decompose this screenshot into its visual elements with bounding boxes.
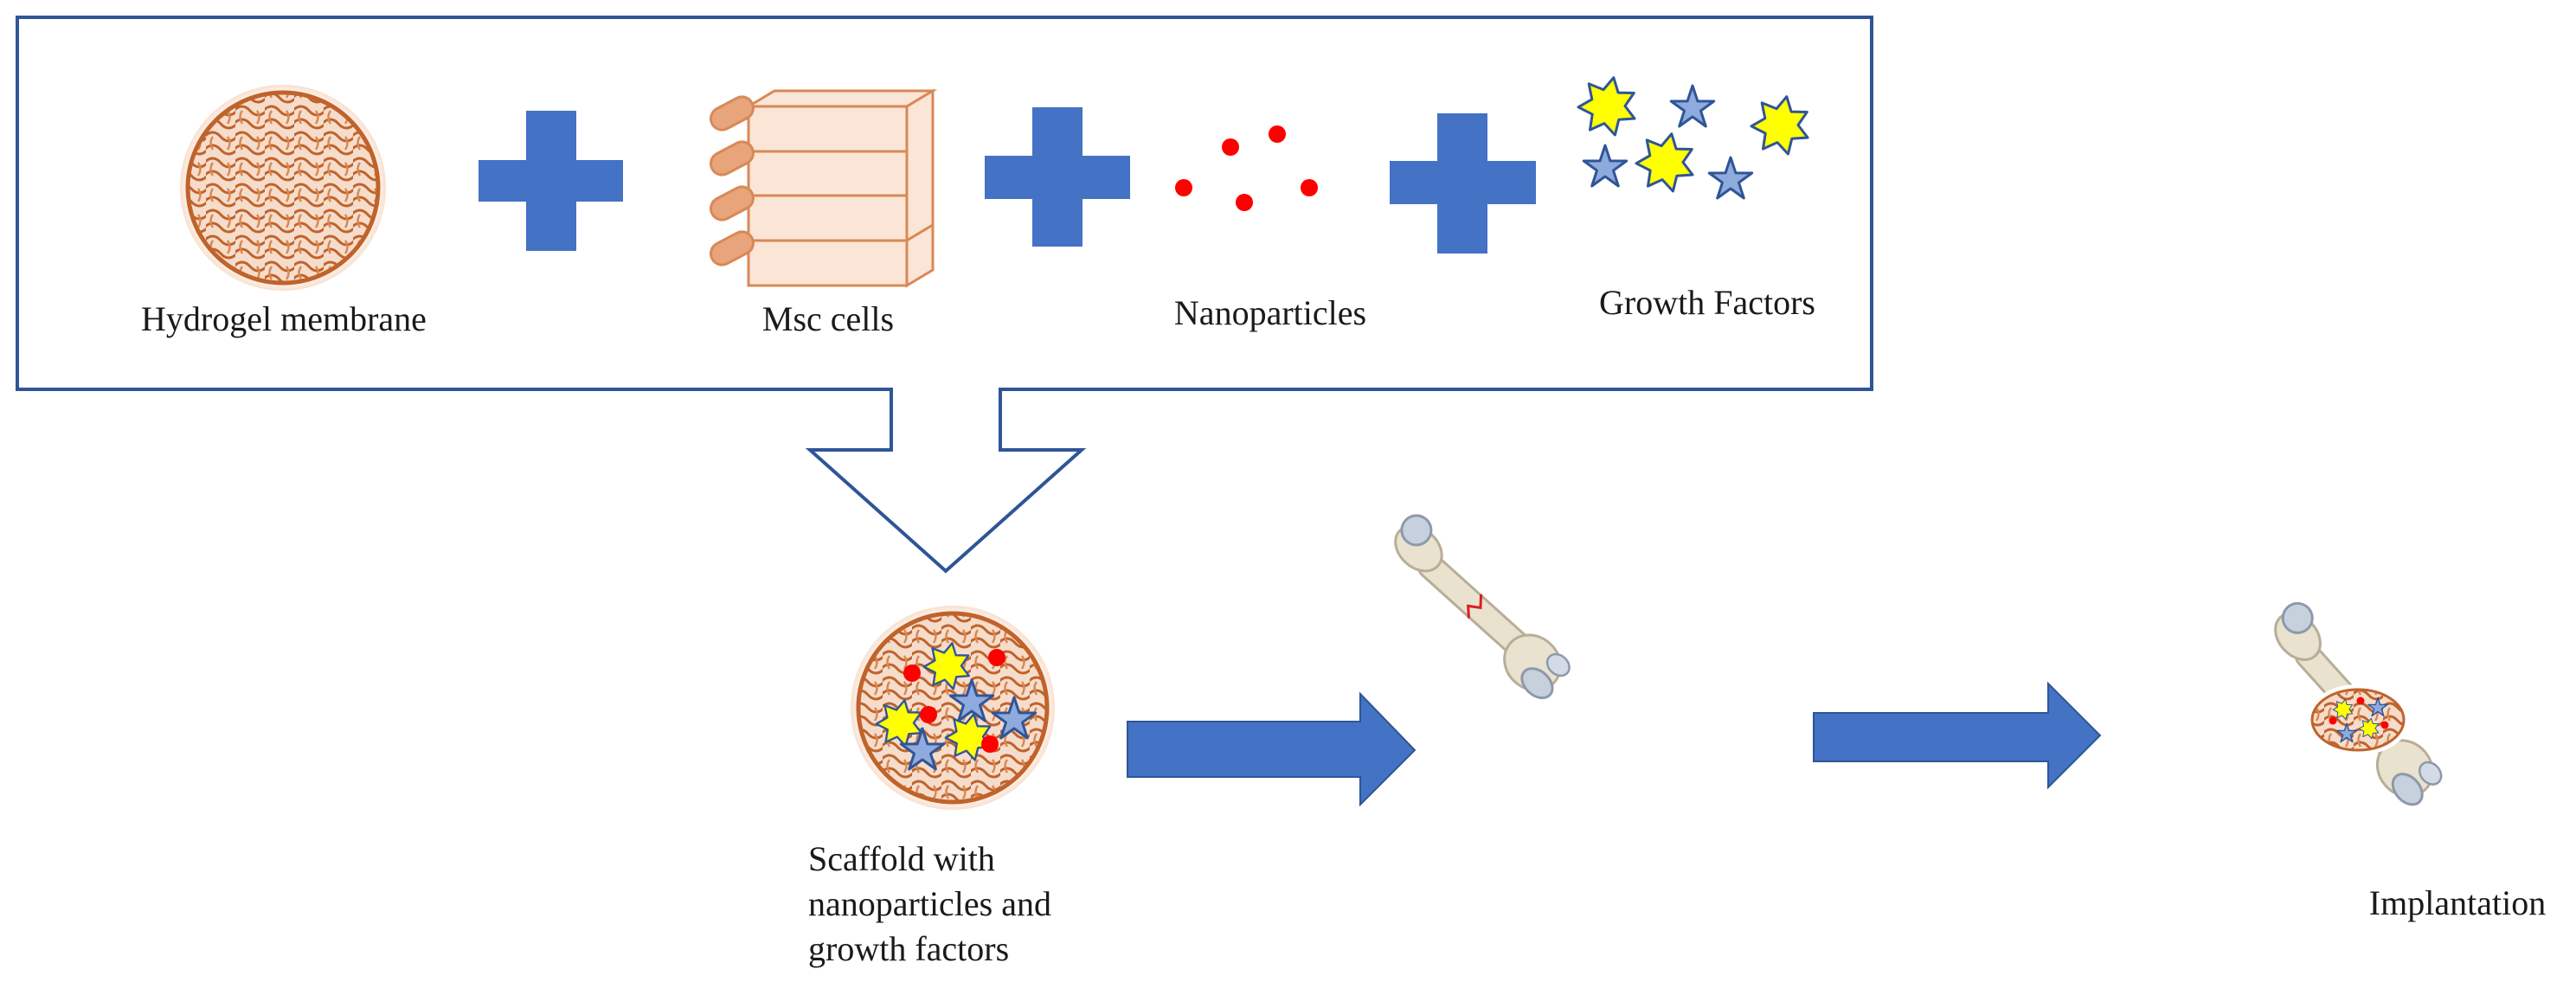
loaded-scaffold-icon <box>851 606 1055 810</box>
hydrogel-membrane-label: Hydrogel membrane <box>141 299 427 338</box>
growth-factor-burst-icon <box>1750 95 1809 156</box>
bone-cartilage <box>2281 601 2314 634</box>
growth-factor-star-icon <box>1582 144 1628 188</box>
growth-factors-label: Growth Factors <box>1599 283 1815 322</box>
growth-factor-star-icon <box>991 696 1037 740</box>
growth-factor-burst-icon <box>2332 698 2354 720</box>
growth-factor-star-icon <box>948 678 995 722</box>
growth-factor-burst-icon <box>875 699 923 748</box>
bone-cartilage <box>2419 761 2443 786</box>
bone-cartilage <box>1520 667 1554 700</box>
plus-icon <box>479 111 623 251</box>
fractured-bone-icon <box>1394 514 1571 700</box>
nanoparticles-icon <box>1175 125 1318 211</box>
cell-culture-flasks-icon <box>710 88 938 288</box>
scaffold-label-line: Scaffold with <box>808 839 995 878</box>
nanoparticle-dot <box>981 735 999 753</box>
scaffold-label-line: growth factors <box>808 929 1009 968</box>
scaffold-label-line: nanoparticles and <box>808 884 1051 923</box>
process-arrow-icon <box>1813 681 2102 790</box>
bone-cartilage <box>2391 773 2424 806</box>
growth-factor-star-icon <box>1707 156 1754 200</box>
implant-scaffold-icon <box>2306 684 2410 755</box>
growth-factor-burst-icon <box>1635 132 1694 193</box>
msc-cells-label: Msc cells <box>762 299 894 338</box>
nanoparticle-dot <box>2356 696 2365 705</box>
nanoparticle-dot <box>920 706 937 723</box>
nanoparticle-dot <box>2329 716 2337 725</box>
fracture-line <box>1467 594 1483 619</box>
growth-factor-star-icon <box>1669 84 1716 128</box>
growth-factor-star-icon <box>899 727 946 771</box>
implantation-label: Implantation <box>2369 883 2546 922</box>
plus-icon <box>1390 113 1536 254</box>
nanoparticle-dot <box>903 664 921 682</box>
bone-cartilage <box>1400 514 1433 547</box>
hydrogel-membrane-icon <box>180 85 386 291</box>
growth-factor-star-icon <box>2367 696 2388 717</box>
nanoparticle-dot <box>2380 721 2389 729</box>
growth-factor-burst-icon <box>1577 76 1636 137</box>
growth-factors-icon <box>1577 76 1809 200</box>
growth-factor-star-icon <box>2336 722 2357 743</box>
growth-factor-burst-icon <box>922 642 971 690</box>
components-frame <box>16 16 1873 574</box>
growth-factor-burst-icon <box>944 713 992 761</box>
nanoparticle-dot <box>988 649 1005 666</box>
process-arrow-icon <box>1127 691 1416 807</box>
bone-cartilage <box>1545 652 1571 677</box>
plus-icon <box>985 107 1130 247</box>
nanoparticles-label: Nanoparticles <box>1174 293 1366 332</box>
growth-factor-burst-icon <box>2358 717 2380 739</box>
scaffold-label: Scaffold with nanoparticles and growth f… <box>808 839 1060 968</box>
